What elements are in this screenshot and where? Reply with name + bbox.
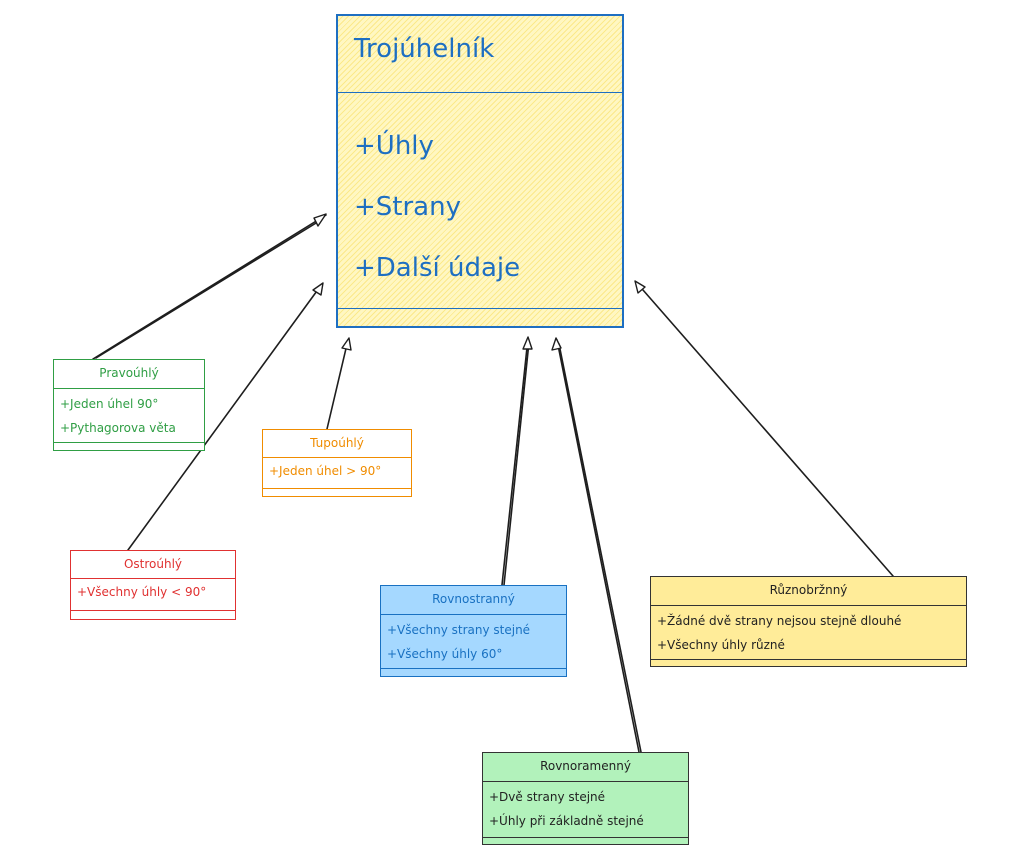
arrow-ruznobrzny-line [635,281,894,577]
arrow-pravouhly-line2 [95,219,322,359]
separator [54,388,204,389]
class-name: Ostroúhlý [123,557,183,571]
attribute-list: +Žádné dvě strany nejsou stejně dlouhé +… [657,609,901,657]
attribute: +Další údaje [354,253,521,283]
attribute: +Všechny strany stejné [387,623,531,637]
class-name: Tupoúhlý [310,436,364,450]
arrow-pravouhly-line [92,214,327,360]
attribute: +Úhly při základně stejné [489,814,644,828]
class-rovnostranny[interactable]: Rovnostranný +Všechny strany stejné +Vše… [380,585,567,677]
attribute: +Všechny úhly různé [657,638,785,652]
attribute: +Úhly [354,131,434,161]
arrow-rovnoramenny-line2 [558,343,642,753]
attribute-list: +Všechny strany stejné +Všechny úhly 60° [387,618,530,666]
separator [263,457,411,458]
attribute: +Všechny úhly < 90° [77,585,207,599]
attribute: +Jeden úhel > 90° [269,464,382,478]
separator [338,308,622,309]
arrow-ostrouhly-line [127,283,323,551]
separator [651,659,966,660]
arrowhead-tupouhly [341,337,352,351]
attribute: +Všechny úhly 60° [387,647,503,661]
arrowhead-pravouhly [313,213,327,227]
class-pravouhly[interactable]: Pravoúhlý +Jeden úhel 90° +Pythagorova v… [53,359,205,451]
arrow-rovnoramenny-line [556,339,640,753]
attribute: +Žádné dvě strany nejsou stejně dlouhé [657,614,902,628]
separator [381,668,566,669]
separator [483,781,688,782]
arrowhead-rovnostranny [522,336,533,350]
separator [483,837,688,838]
separator [651,605,966,606]
arrowhead-ruznobrzny [634,280,646,294]
separator [381,614,566,615]
class-name: Pravoúhlý [99,366,159,380]
separator [71,578,235,579]
class-ostrouhly[interactable]: Ostroúhlý +Všechny úhly < 90° [70,550,236,620]
class-name: Různobržnný [769,583,848,597]
class-name: Rovnoramenný [540,759,631,773]
class-tupouhly[interactable]: Tupoúhlý +Jeden úhel > 90° [262,429,412,497]
class-name: Trojúhelník [354,34,495,64]
arrow-rovnostranny-line [501,337,529,586]
attribute: +Strany [354,192,461,222]
arrowhead-ostrouhly [312,282,324,296]
attribute-list: +Úhly +Strany +Další údaje [354,116,520,299]
arrow-tupouhly-line [326,339,349,430]
arrowhead-rovnoramenny [551,337,562,351]
separator [338,92,622,93]
separator [54,442,204,443]
separator [71,610,235,611]
attribute: +Dvě strany stejné [489,790,606,804]
separator [263,488,411,489]
class-rovnoramenny[interactable]: Rovnoramenný +Dvě strany stejné +Úhly př… [482,752,689,845]
class-name: Rovnostranný [432,592,515,606]
attribute-list: +Jeden úhel 90° +Pythagorova věta [60,392,176,440]
class-ruznobrzny[interactable]: Různobržnný +Žádné dvě strany nejsou ste… [650,576,967,667]
class-trojuhelnik[interactable]: Trojúhelník +Úhly +Strany +Další údaje [336,14,624,328]
arrow-rovnostranny-line2 [503,341,530,586]
attribute-list: +Dvě strany stejné +Úhly při základně st… [489,785,644,833]
attribute-list: +Všechny úhly < 90° [77,580,206,604]
attribute: +Pythagorova věta [60,421,176,435]
attribute: +Jeden úhel 90° [60,397,159,411]
attribute-list: +Jeden úhel > 90° [269,459,381,483]
